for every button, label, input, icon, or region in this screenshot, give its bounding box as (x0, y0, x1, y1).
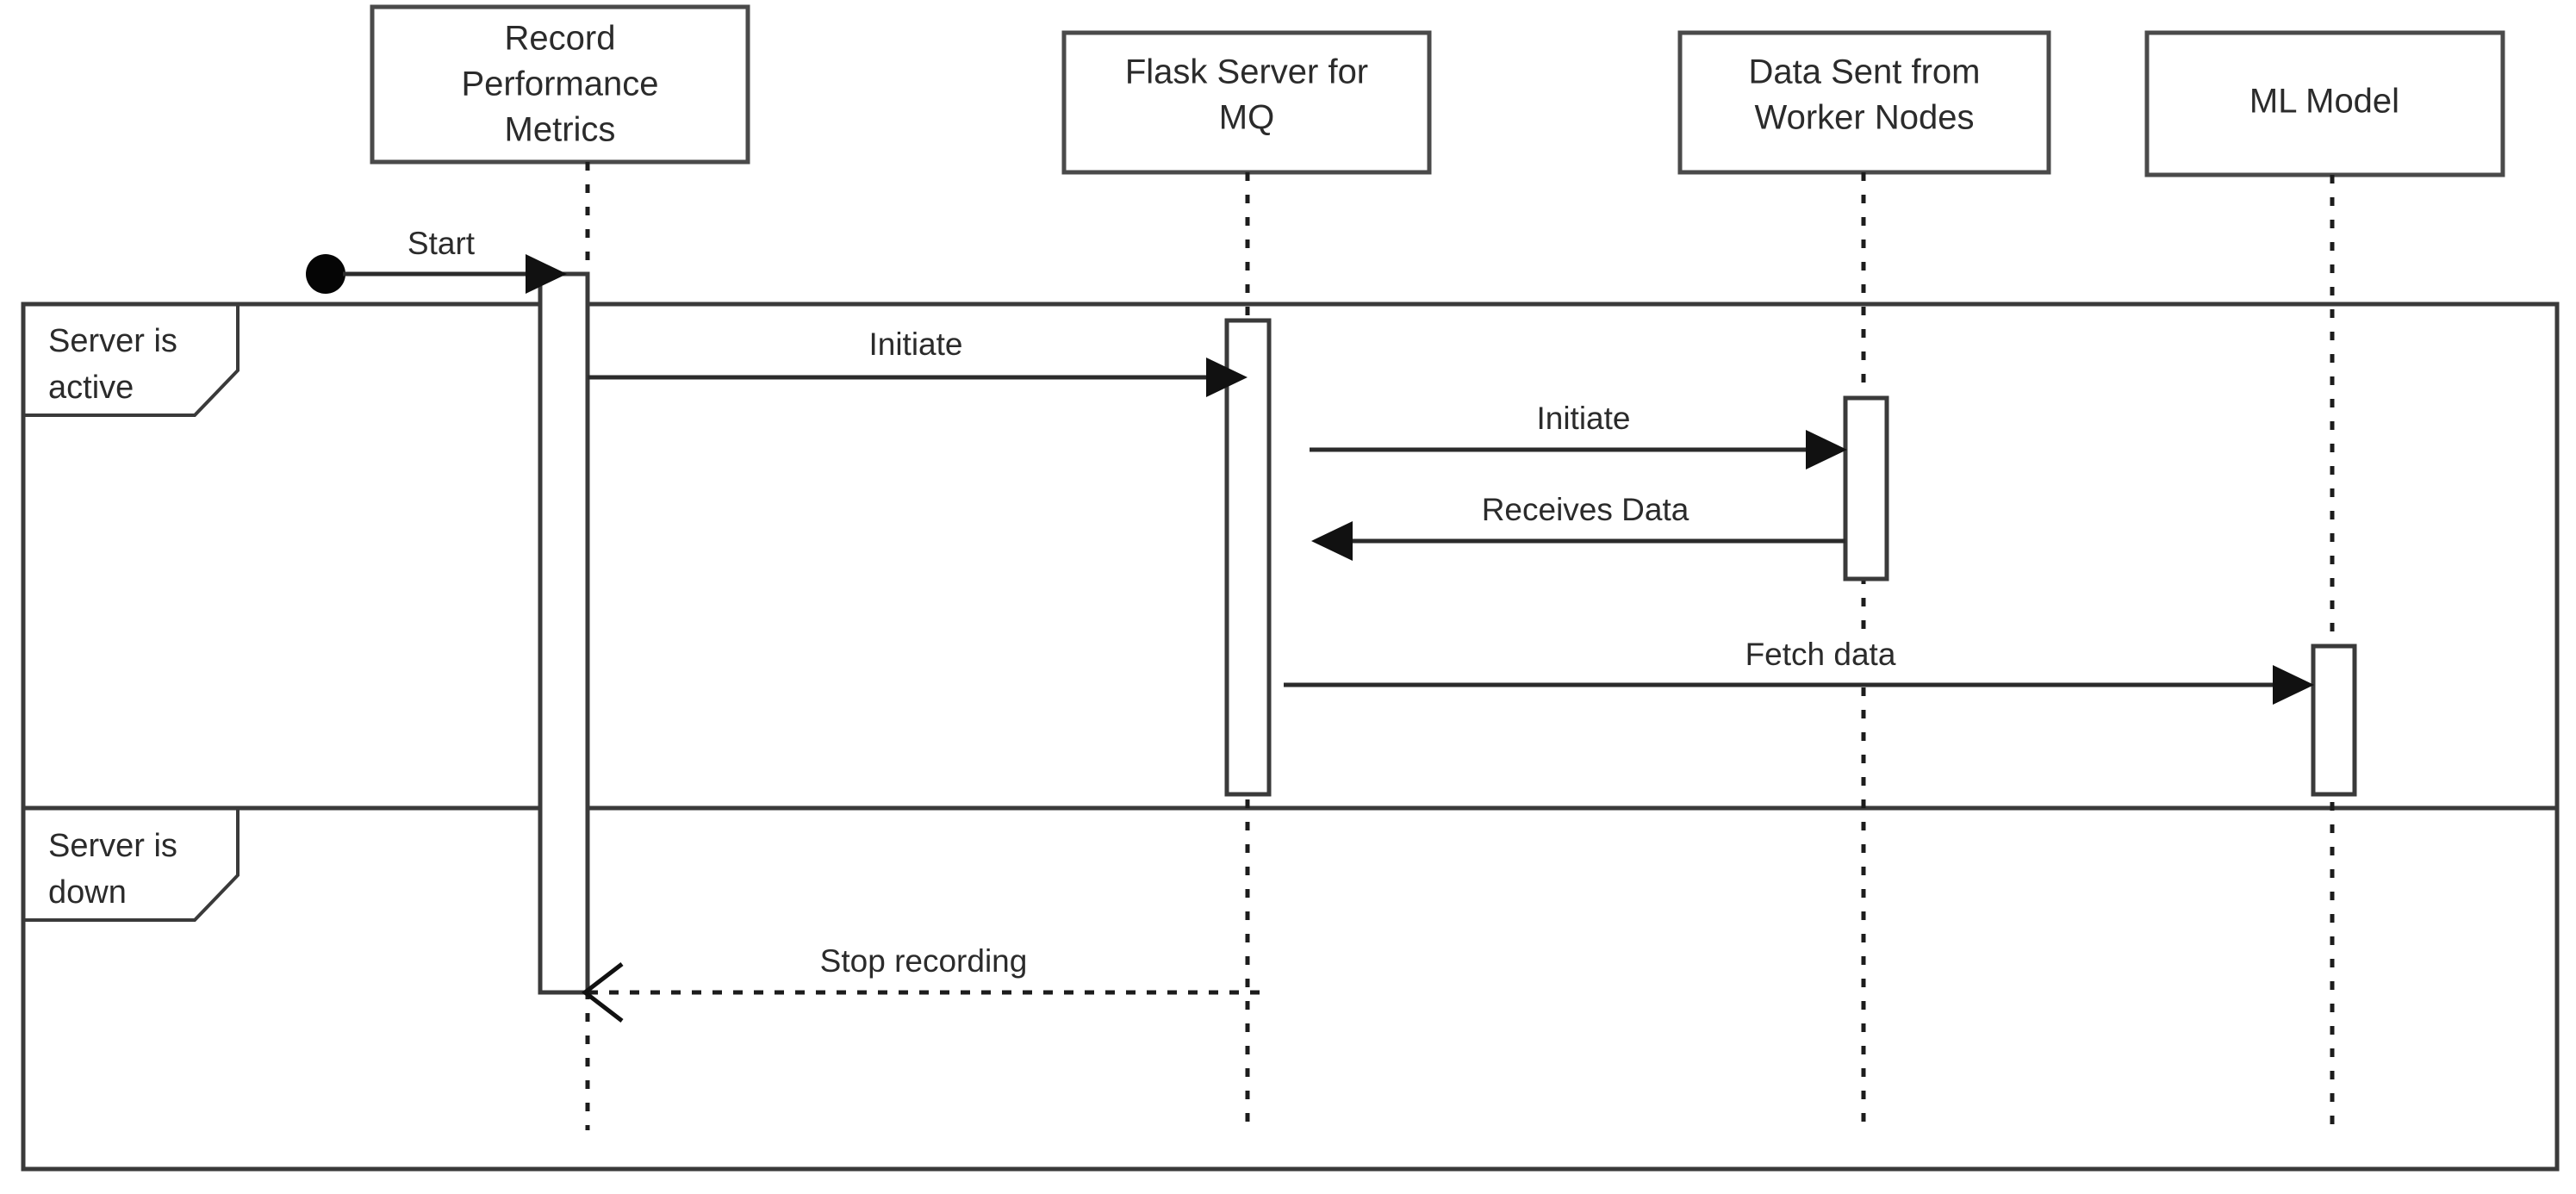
message-stop-recording-label-bg (780, 937, 1124, 984)
fragment-label-2-line-2: down (48, 874, 127, 911)
message-receives-data-arrowhead-icon (1311, 521, 1353, 561)
lifeline-label-3-line-2: Worker Nodes (1755, 99, 1975, 137)
start-circle-icon (306, 254, 345, 294)
start-label-bg (386, 222, 507, 264)
message-fetch-data[interactable]: Fetch data (1284, 629, 2314, 705)
lifeline-box-4 (2144, 30, 2505, 177)
activation-bar-flask-server-for-mq (1224, 318, 1272, 797)
lifeline-label-4-line-1: ML Model (2249, 83, 2399, 121)
message-initiate-1-label-bg (849, 320, 1012, 365)
message-fetch-data-arrowhead-icon (2273, 665, 2314, 705)
message-initiate-1-arrowhead-icon (1206, 358, 1248, 397)
lifeline-header-flask-server-for-mq[interactable]: Flask Server for MQ (1061, 30, 1432, 175)
message-fetch-data-label: Fetch data (1745, 637, 1896, 672)
message-receives-data-label: Receives Data (1482, 492, 1689, 527)
message-stop-recording-label: Stop recording (820, 943, 1028, 979)
message-fetch-data-label-bg (1693, 629, 1951, 675)
message-initiate-2-label: Initiate (1536, 401, 1630, 436)
message-stop-recording[interactable]: Stop recording (581, 937, 1264, 1023)
lifeline-box-1 (370, 4, 750, 165)
message-receives-data[interactable]: Receives Data (1311, 484, 1845, 561)
lifeline-label-1-line-3: Metrics (505, 111, 616, 149)
message-initiate-1-label: Initiate (868, 326, 962, 362)
fragment-label-shape-1 (22, 302, 240, 417)
start-label: Start (408, 226, 476, 261)
lifeline-label-2-line-2: MQ (1219, 99, 1274, 137)
lifeline-header-record-performance-metrics[interactable]: Record Performance Metrics (370, 4, 750, 165)
lifeline-label-3-line-1: Data Sent from (1748, 53, 1980, 91)
start-arrowhead-icon (526, 254, 567, 294)
fragment-label-server-is-active: Server is active (22, 302, 240, 417)
message-initiate-2[interactable]: Initiate (1310, 395, 1847, 470)
lifeline-header-data-sent-from-worker-nodes[interactable]: Data Sent from Worker Nodes (1677, 30, 2051, 175)
activation-bar-ml-model (2311, 644, 2357, 797)
message-initiate-2-label-bg (1447, 395, 1620, 439)
activation-bar-record-performance-metrics (538, 271, 590, 995)
lifeline-header-ml-model[interactable]: ML Model (2144, 30, 2505, 177)
lifeline-label-2-line-1: Flask Server for (1125, 53, 1368, 91)
fragment-label-2-line-1: Server is (48, 828, 177, 864)
fragment-label-server-is-down: Server is down (22, 806, 240, 922)
message-receives-data-label-bg (1426, 484, 1745, 531)
fragment-label-shape-2 (22, 806, 240, 922)
fragment-label-1-line-2: active (48, 370, 134, 406)
activation-bar-data-sent-from-worker-nodes (1843, 395, 1889, 581)
fragment-outer-rect (21, 302, 2560, 1172)
lifeline-box-2 (1061, 30, 1432, 175)
start-node[interactable]: Start (306, 222, 567, 294)
fragment-label-1-line-1: Server is (48, 323, 177, 359)
lifeline-label-1-line-1: Record (505, 20, 616, 58)
message-stop-recording-arrowhead-icon (581, 962, 624, 1023)
lifeline-label-1-line-2: Performance (462, 65, 659, 103)
message-initiate-1[interactable]: Initiate (588, 320, 1248, 397)
combined-fragment-frame (21, 302, 2560, 1172)
message-initiate-2-arrowhead-icon (1806, 430, 1847, 470)
